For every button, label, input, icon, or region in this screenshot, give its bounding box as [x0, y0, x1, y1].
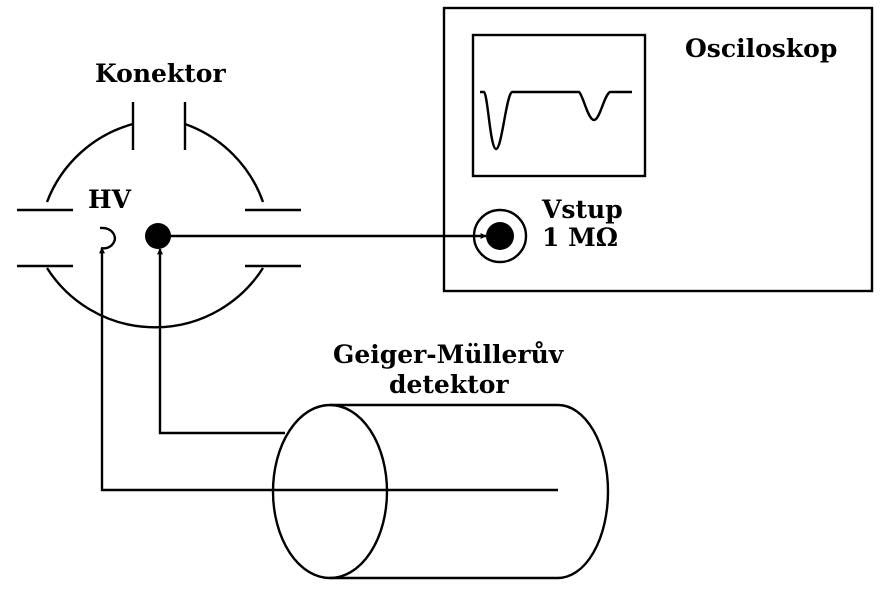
connector: Konektor HV: [17, 59, 301, 329]
connector-body-top-right: [184, 122, 265, 203]
detector-front-face: [271, 403, 389, 580]
detector-back-face: [557, 403, 610, 580]
oscilloscope-waveform: [480, 90, 632, 151]
hv-cable: [99, 247, 330, 492]
detector-label-line1: Geiger-Müllerův: [333, 340, 565, 369]
oscilloscope-label: Osciloskop: [685, 34, 837, 63]
connector-label: Konektor: [95, 59, 226, 88]
oscilloscope-screen: [471, 33, 647, 178]
oscilloscope-housing: [442, 6, 874, 293]
geiger-muller-detector: Geiger-Müllerův detektor: [271, 340, 610, 580]
connector-body-bottom-left: [45, 267, 265, 329]
hv-socket: [99, 226, 116, 250]
oscilloscope: Osciloskop Vstup 1 MΩ: [442, 6, 874, 293]
input-jack: [486, 222, 514, 250]
signal-cable: [157, 248, 285, 435]
hv-label: HV: [88, 185, 132, 214]
input-label: Vstup: [541, 195, 623, 224]
connector-body-top-left: [45, 122, 134, 203]
signal-pin: [145, 223, 171, 249]
impedance-label: 1 MΩ: [542, 223, 618, 252]
detector-label-line2: detektor: [389, 370, 509, 399]
